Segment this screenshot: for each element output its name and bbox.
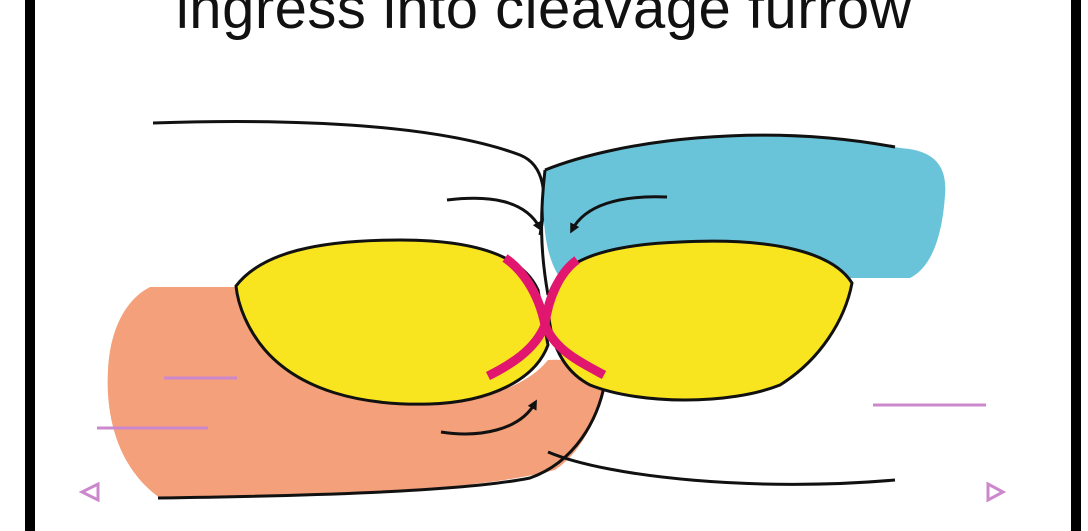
lower-right-cell-outline (548, 452, 895, 484)
ingress-arrow-upper-left (447, 198, 540, 228)
right-triangle-icon[interactable] (988, 484, 1003, 500)
frame-left-border (25, 0, 35, 531)
right-yellow-cell (548, 241, 852, 400)
upper-left-cell-outline (153, 122, 544, 235)
frame-right-border (1071, 0, 1081, 531)
left-triangle-icon[interactable] (82, 484, 98, 500)
